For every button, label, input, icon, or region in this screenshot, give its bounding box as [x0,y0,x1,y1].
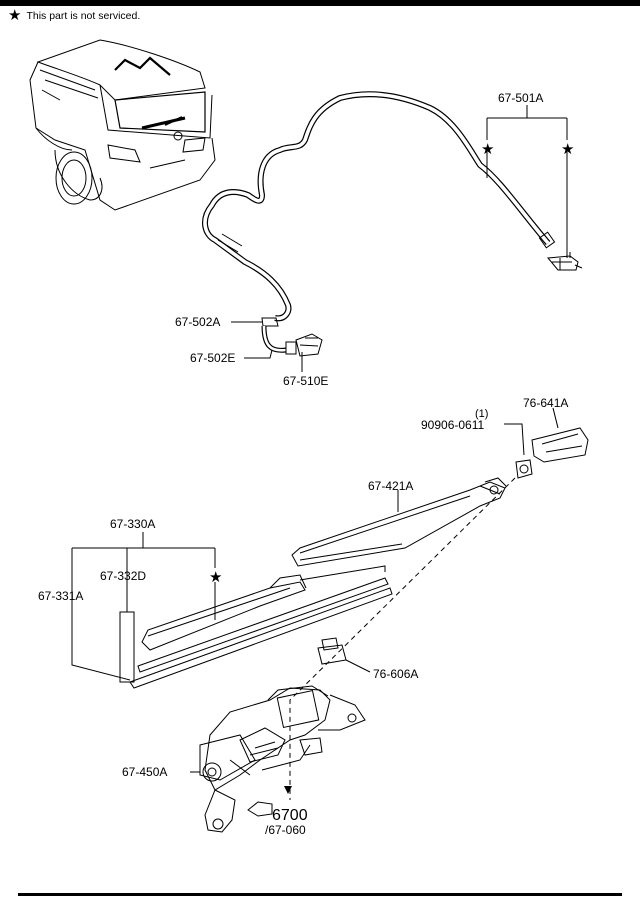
leader-lines-upper [231,105,568,372]
wiper-cap-and-nut [504,407,589,479]
star-icon: ★ [481,141,494,158]
label-67-421A: 67-421A [368,479,413,493]
label-67-332D: 67-332D [100,569,146,583]
bottom-border [18,893,622,896]
wiper-arm [291,477,507,567]
label-90906-0611: 90906-0611 [421,418,484,432]
legend: ★ This part is not serviced. [8,7,141,24]
label-67-331A: 67-331A [38,589,83,603]
label-67-510E: 67-510E [283,374,328,388]
star-icon: ★ [561,141,574,158]
leader-lines-blade [71,532,216,681]
label-76-606A: 76-606A [373,667,418,681]
label-67-502A: 67-502A [175,315,220,329]
label-67-502E: 67-502E [190,351,235,365]
label-ref-6700: 6700 [272,807,308,824]
label-76-641A: 76-641A [523,396,568,410]
install-axis [289,477,516,800]
label-67-330A: 67-330A [110,517,155,531]
top-border [0,0,640,6]
vehicle-illustration [29,39,216,211]
label-67-450A: 67-450A [122,765,167,779]
label-67-501A: 67-501A [498,91,543,105]
label-quantity: (1) [475,408,488,420]
wiper-motor [190,685,366,833]
wiper-blade [129,565,393,689]
label-ref-67-060: /67-060 [265,823,306,837]
washer-hose [202,91,583,322]
hose-joint-and-nozzle [261,317,323,357]
grommet [317,637,371,673]
star-icon: ★ [8,7,22,24]
blade-rubber [119,611,135,683]
star-icon: ★ [209,569,222,586]
legend-text: This part is not serviced. [26,10,141,22]
arrow-head [284,786,292,794]
